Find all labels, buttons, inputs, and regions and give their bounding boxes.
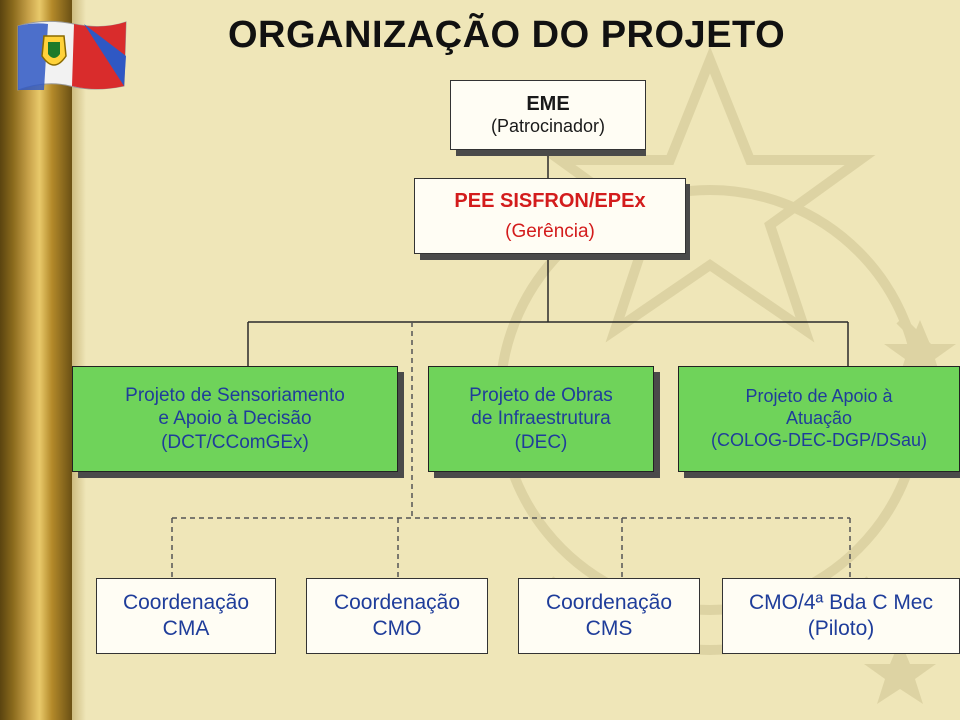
project-line: de Infraestrutura xyxy=(471,408,611,430)
coordination-line: CMO/4ª Bda C Mec xyxy=(749,591,933,615)
coordination-line: CMS xyxy=(585,617,633,640)
management-role: (Gerência) xyxy=(505,220,595,242)
gold-side-band-fade xyxy=(72,0,86,720)
coordination-line: CMO xyxy=(372,617,422,640)
coordination-box-pilot: CMO/4ª Bda C Mec (Piloto) xyxy=(722,578,960,654)
sponsor-name: EME xyxy=(526,92,570,115)
project-line: Atuação xyxy=(785,408,853,429)
coordination-line: CMA xyxy=(162,617,210,640)
project-box-apoio: Projeto de Apoio à Atuação (COLOG-DEC-DG… xyxy=(678,366,960,472)
sponsor-box-eme: EME (Patrocinador) xyxy=(450,80,646,150)
project-line: Projeto de Obras xyxy=(469,385,613,407)
management-box-pee: PEE SISFRON/EPEx (Gerência) xyxy=(414,178,686,254)
management-name: PEE SISFRON/EPEx xyxy=(454,190,646,213)
coordination-line: Coordenação xyxy=(545,591,673,615)
sponsor-role: (Patrocinador) xyxy=(490,116,606,137)
project-line: Projeto de Apoio à xyxy=(745,386,893,407)
project-line: (COLOG-DEC-DGP/DSau) xyxy=(710,429,928,450)
coordination-box-cms: Coordenação CMS xyxy=(518,578,700,654)
gold-side-band xyxy=(0,0,72,720)
page-title: ORGANIZAÇÃO DO PROJETO xyxy=(228,14,786,56)
coordination-line: Coordenação xyxy=(333,591,461,615)
project-box-sensoriamento: Projeto de Sensoriamento e Apoio à Decis… xyxy=(72,366,398,472)
project-line: (DEC) xyxy=(514,431,568,453)
coordination-line: (Piloto) xyxy=(807,617,875,640)
army-flag-icon xyxy=(17,20,127,91)
coordination-box-cma: Coordenação CMA xyxy=(96,578,276,654)
project-box-obras: Projeto de Obras de Infraestrutura (DEC) xyxy=(428,366,654,472)
project-line: Projeto de Sensoriamento xyxy=(125,385,345,407)
coordination-line: Coordenação xyxy=(122,591,250,615)
project-line: (DCT/CComGEx) xyxy=(161,431,309,453)
coordination-box-cmo: Coordenação CMO xyxy=(306,578,488,654)
project-line: e Apoio à Decisão xyxy=(158,408,312,430)
